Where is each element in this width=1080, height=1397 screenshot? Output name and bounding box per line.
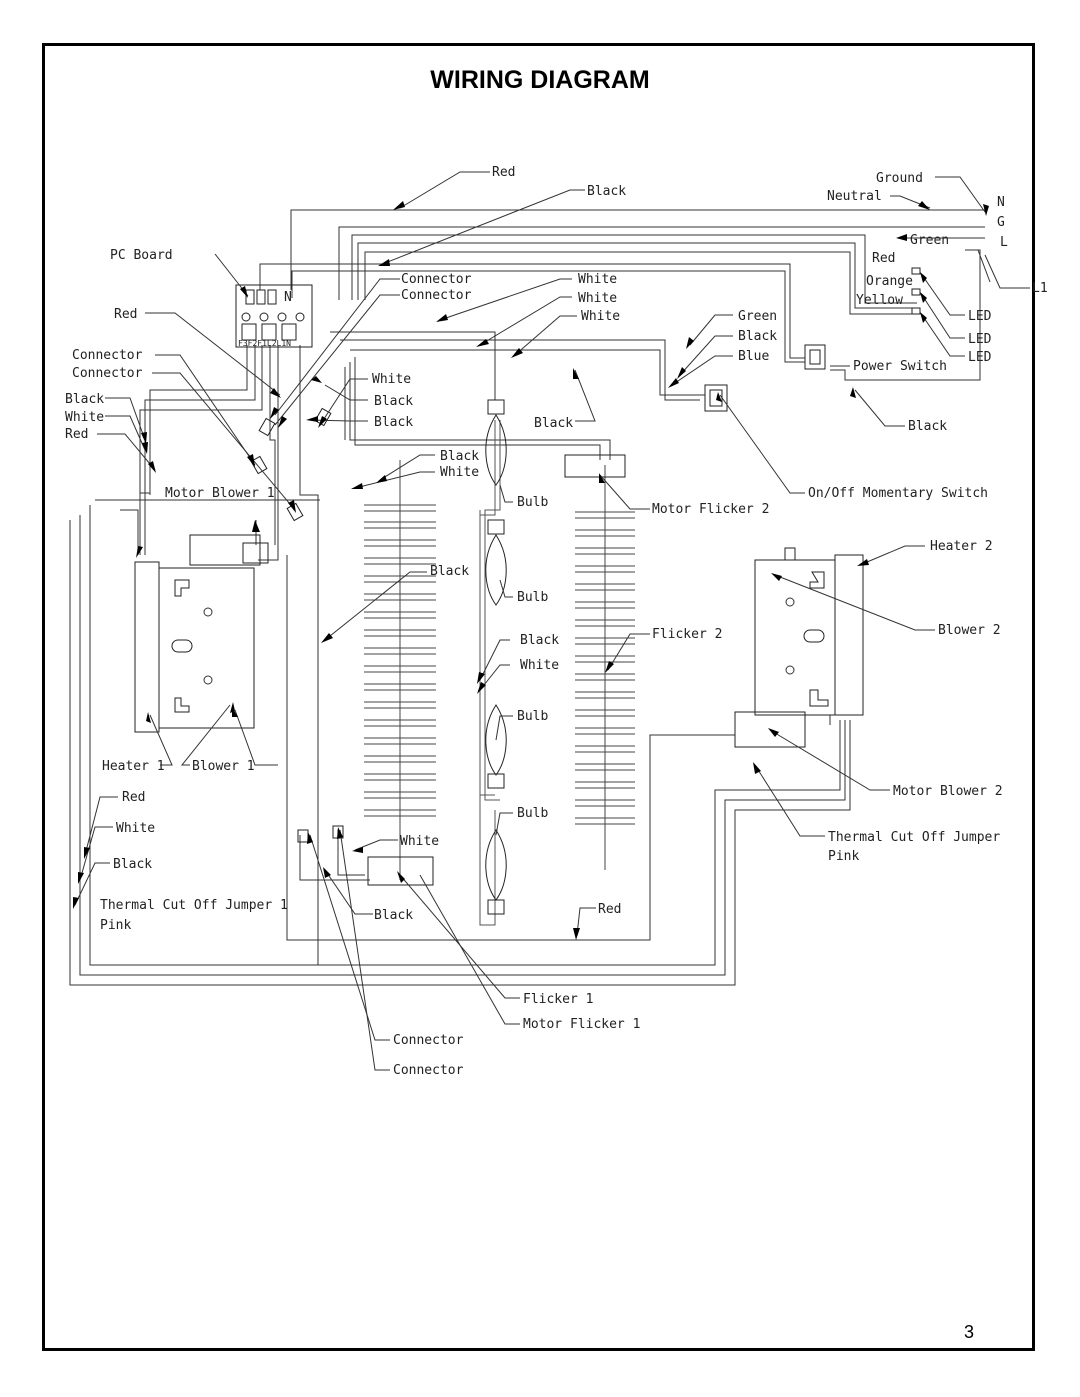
pcb-n-label: N: [284, 290, 292, 305]
label-power-switch: Power Switch: [853, 359, 947, 374]
label-white-bottom: White: [116, 821, 155, 836]
bulb-4: [485, 829, 507, 915]
label-green-switch: Green: [738, 309, 777, 324]
label-white-b: White: [578, 291, 617, 306]
label-motor-blower-2: Motor Blower 2: [893, 784, 1003, 799]
label-pink-2: Pink: [828, 849, 859, 864]
label-led-3: LED: [968, 350, 992, 365]
label-heater-1: Heater 1: [102, 759, 165, 774]
label-white-c: White: [581, 309, 620, 324]
flicker-1-rod: [364, 460, 436, 886]
bulb-1: [485, 399, 507, 486]
label-red-bottom: Red: [122, 790, 145, 805]
label-white-flicker-1: White: [400, 834, 439, 849]
label-g: G: [997, 215, 1005, 230]
bulbs: [485, 399, 507, 915]
page-number: 3: [964, 1322, 975, 1342]
wire-harness: [69, 209, 991, 986]
label-blue-switch: Blue: [738, 349, 769, 364]
bulb-2: [485, 519, 507, 606]
label-bulb-3: Bulb: [517, 709, 548, 724]
label-pink-1: Pink: [100, 918, 131, 933]
label-white-f2: White: [520, 658, 559, 673]
label-red-flicker-1: Red: [598, 902, 621, 917]
label-black-bottom: Black: [113, 857, 152, 872]
label-bulb-4: Bulb: [517, 806, 548, 821]
connectors-small: [250, 407, 344, 843]
label-connector-e: Connector: [393, 1033, 464, 1048]
label-red-led: Red: [872, 251, 895, 266]
label-black-bulb: Black: [534, 416, 573, 431]
label-black-f2: Black: [520, 633, 559, 648]
label-black-flicker: Black: [430, 564, 469, 579]
label-red-top: Red: [492, 165, 515, 180]
label-white-left: White: [65, 410, 104, 425]
label-n: N: [997, 195, 1005, 210]
label-white-center: White: [440, 465, 479, 480]
page-border: [42, 43, 1035, 1351]
label-motor-blower-1: Motor Blower 1: [165, 486, 275, 501]
pc-board: N F3F2F1L2L1N: [235, 284, 313, 348]
label-connector-f: Connector: [393, 1063, 464, 1078]
label-pc-board: PC Board: [110, 248, 173, 263]
label-connector-c: Connector: [72, 348, 143, 363]
label-black-mid-2: Black: [374, 415, 413, 430]
label-connector-d: Connector: [72, 366, 143, 381]
label-connector-a: Connector: [401, 272, 472, 287]
heater-2-assembly: [734, 547, 864, 748]
label-flicker-2: Flicker 2: [652, 627, 722, 642]
power-switch: [804, 344, 826, 370]
leader-lines: [74, 171, 1030, 1071]
arrowheads: [73, 201, 989, 940]
label-red-left: Red: [114, 307, 137, 322]
label-l1: L1: [1032, 281, 1048, 296]
label-bulb-1: Bulb: [517, 495, 548, 510]
label-orange: Orange: [866, 274, 913, 289]
label-on-off-switch: On/Off Momentary Switch: [808, 486, 988, 501]
flicker-2-rod: [564, 454, 635, 870]
label-l: L: [1000, 235, 1008, 250]
label-blower-2: Blower 2: [938, 623, 1001, 638]
label-white-mid: White: [372, 372, 411, 387]
heater-1-assembly: [134, 534, 269, 733]
label-black-flicker-1: Black: [374, 908, 413, 923]
label-black-power: Black: [908, 419, 947, 434]
label-yellow: Yellow: [856, 293, 903, 308]
label-blower-1: Blower 1: [192, 759, 255, 774]
label-heater-2: Heater 2: [930, 539, 993, 554]
labels: Red Black Ground Neutral N G L Green L1 …: [65, 165, 1048, 1078]
label-black-top: Black: [587, 184, 626, 199]
label-thermal-1: Thermal Cut Off Jumper 1: [100, 898, 288, 913]
label-green-ground: Green: [910, 233, 949, 248]
label-white-a: White: [578, 272, 617, 287]
label-flicker-1: Flicker 1: [523, 992, 593, 1007]
diagram-title: WIRING DIAGRAM: [430, 66, 650, 94]
label-black-left: Black: [65, 392, 104, 407]
label-neutral: Neutral: [827, 189, 882, 204]
label-black-center: Black: [440, 449, 479, 464]
label-bulb-2: Bulb: [517, 590, 548, 605]
label-black-switch: Black: [738, 329, 777, 344]
label-led-1: LED: [968, 309, 992, 324]
label-connector-b: Connector: [401, 288, 472, 303]
bulb-3: [485, 704, 507, 789]
label-thermal-2: Thermal Cut Off Jumper: [828, 830, 1000, 845]
on-off-momentary-switch: [704, 384, 728, 412]
label-black-mid-1: Black: [374, 394, 413, 409]
label-motor-flicker-2: Motor Flicker 2: [652, 502, 769, 517]
label-motor-flicker-1: Motor Flicker 1: [523, 1017, 640, 1032]
pcb-terminal-labels: F3F2F1L2L1N: [238, 339, 291, 348]
label-led-2: LED: [968, 332, 992, 347]
label-red-left-2: Red: [65, 427, 88, 442]
label-ground: Ground: [876, 171, 923, 186]
led-indicators: [911, 267, 921, 315]
